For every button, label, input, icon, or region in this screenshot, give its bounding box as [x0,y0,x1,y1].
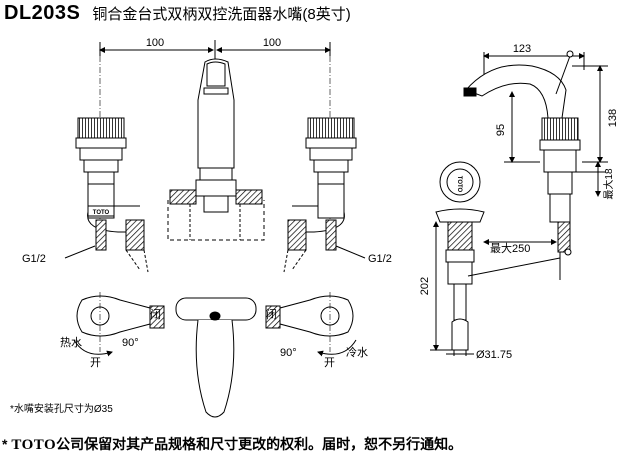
closed-left-label: 闭 [150,308,161,321]
dimension-202 [430,221,452,351]
right-handle-front [283,117,357,273]
dim-max18-label: 最大18 [602,168,615,200]
disclaimer-footer: * TOTO公司保留对其产品规格和尺寸更改的权利。届时，恕不另行通知。 [2,434,462,454]
brand-badge-front: TOTO [93,210,110,216]
handle-side [539,117,581,253]
hot-water-label: 热水 [60,336,82,349]
page-header: DL203S 铜合金台式双柄双控洗面器水嘴(8英寸) [4,2,351,28]
open-right-label: 开 [324,357,335,369]
footer-star: * [2,436,8,452]
closed-right-label: 闭 [266,308,277,321]
left-handle-top [73,295,165,357]
thread-left-label: G1/2 [22,253,46,265]
hole-size-note: *水嘴安装孔尺寸为Ø35 [10,402,113,415]
open-left-label: 开 [90,357,101,369]
dim-max250-label: 最大250 [490,241,530,255]
spout-front [167,58,265,241]
pop-up-drain [435,208,572,351]
dim-138-label: 138 [607,109,619,127]
dim-95-label: 95 [495,124,507,136]
spout-top [175,297,257,418]
dim-left-label: 100 [146,37,164,49]
cap-badge: TOTO [456,176,462,193]
top-view [73,292,357,418]
spout-side [463,50,574,119]
side-view [430,50,608,356]
dimension-dia [446,350,474,356]
dim-reach-label: 123 [513,43,531,55]
footer-brand: TOTO [11,437,57,453]
thread-right-label: G1/2 [368,253,392,265]
right-handle-top [265,295,357,357]
cold-water-label: 冷水 [346,346,368,359]
dimension-max18 [574,161,606,197]
dimension-95 [504,91,540,163]
leader-thread-right [335,245,366,259]
angle-right-label: 90° [280,347,297,359]
drain-cap [439,161,481,203]
front-view [64,40,366,273]
angle-left-label: 90° [122,337,139,349]
dim-202-label: 202 [419,277,431,295]
dim-right-label: 100 [263,37,281,49]
product-title: 铜合金台式双柄双控洗面器水嘴(8英寸) [92,6,351,23]
model-number: DL203S [4,2,81,24]
footer-notice: 公司保留对其产品规格和尺寸更改的权利。届时，恕不另行通知。 [56,436,463,452]
leader-thread-left [64,245,96,259]
dim-dia-label: Ø31.75 [476,349,512,361]
brand-plate [87,205,115,217]
